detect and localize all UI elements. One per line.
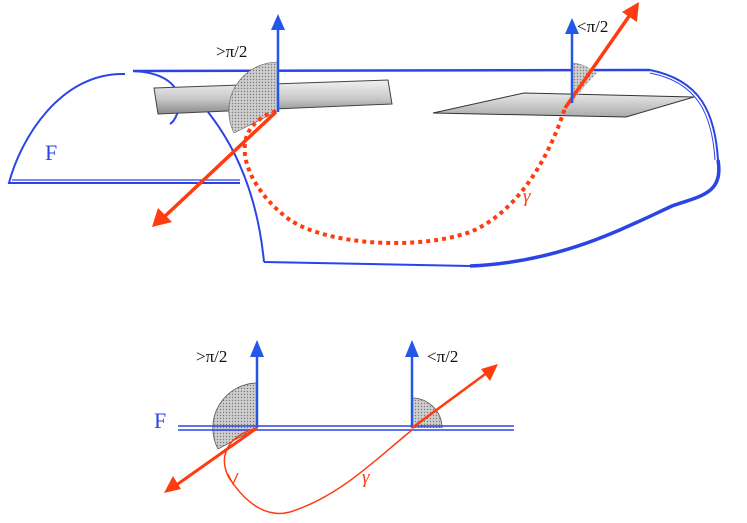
normal-left-top [271, 14, 285, 112]
tangent-arrow-left-bottom [174, 426, 258, 488]
angle-label-right-bottom: <π/2 [427, 347, 458, 366]
tangent-arrow-right-top [563, 10, 634, 110]
normal-right-top [565, 18, 579, 103]
bottom-figure: >π/2 <π/2 F γ [154, 340, 514, 515]
tangent-arrow-right-bottom [411, 370, 489, 430]
curve-gamma-bottom [223, 427, 413, 515]
curve-label-bottom: γ [362, 467, 370, 488]
surface-f-bottom [178, 425, 514, 431]
tangent-plane-right [432, 92, 695, 118]
angle-label-left-top: >π/2 [216, 42, 247, 61]
tangent-arrow-left-top [160, 110, 278, 221]
top-figure: >π/2 <π/2 F γ [7, 2, 721, 268]
curve-gamma-top [242, 107, 567, 246]
curve-label-top: γ [523, 186, 531, 207]
normal-right-bottom [405, 340, 419, 428]
normal-left-bottom [250, 340, 264, 428]
surface-f-top [7, 68, 721, 268]
surface-label-top: F [45, 140, 57, 165]
surface-label-bottom: F [154, 408, 166, 433]
angle-label-left-bottom: >π/2 [196, 347, 227, 366]
angle-label-right-top: <π/2 [577, 17, 608, 36]
